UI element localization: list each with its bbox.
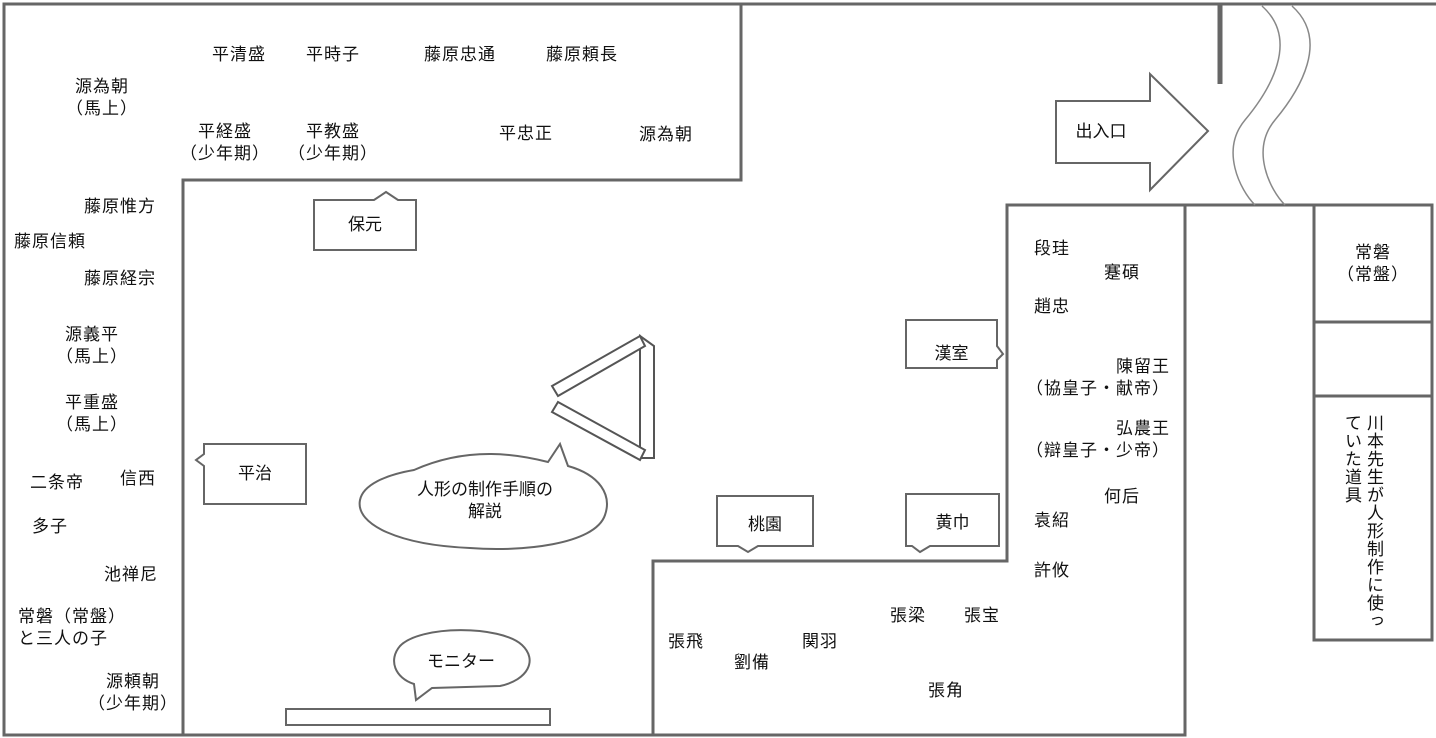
- label-taira-tadamasa: 平忠正: [499, 124, 553, 144]
- label-minamoto-tametomo-mounted: 源為朝 （馬上）: [66, 76, 138, 120]
- label-ike-no-zenni: 池禅尼: [104, 565, 158, 585]
- label-line: 陳留王: [1116, 357, 1170, 377]
- sign-explanation: 人形の制作手順の 解説: [380, 479, 590, 523]
- sign-hogen-box: [313, 190, 417, 251]
- label-nijo-emperor: 二条帝: [30, 473, 84, 493]
- label-line: （馬上）: [66, 99, 138, 119]
- label-line: （少年期）: [180, 144, 270, 164]
- sign-hogen: 保元: [348, 215, 382, 235]
- label-line: （馬上）: [56, 347, 128, 367]
- label-line: 源為朝: [75, 77, 129, 97]
- label-line: （辯皇子・少帝）: [1026, 441, 1170, 461]
- tools-case: [1312, 394, 1434, 642]
- label-line: （少年期）: [288, 144, 378, 164]
- label-line: （協皇子・献帝）: [1026, 379, 1170, 399]
- sign-touen-box: [716, 495, 814, 554]
- label-fujiwara-yorinaga: 藤原頼長: [546, 45, 618, 65]
- label-line: （少年期）: [88, 694, 178, 714]
- label-zhang-bao: 張宝: [964, 606, 1000, 626]
- sign-koukin: 黄巾: [935, 513, 970, 533]
- label-fujiwara-nobuyori: 藤原信頼: [14, 232, 86, 252]
- sign-entrance: 出入口: [1075, 122, 1127, 142]
- label-he-hou: 何后: [1104, 487, 1140, 507]
- label-line: 人形の制作手順の: [417, 480, 553, 500]
- sign-kanshitsu: 漢室: [934, 344, 969, 364]
- entrance-arrow-icon: [1055, 71, 1210, 193]
- label-line: 常磐（常盤）: [18, 607, 126, 627]
- curtain-wave-1: [1232, 5, 1281, 206]
- label-shinzei: 信西: [120, 469, 156, 489]
- triangle-display-stand-icon: [550, 334, 655, 462]
- label-minamoto-tametomo: 源為朝: [639, 125, 693, 145]
- label-line: 源頼朝: [106, 672, 160, 692]
- label-line: （馬上）: [56, 415, 128, 435]
- label-fujiwara-korekata: 藤原惟方: [84, 197, 156, 217]
- label-line: 弘農王: [1116, 419, 1170, 439]
- label-fujiwara-tsunemune: 藤原経宗: [84, 269, 156, 289]
- label-fujiwara-tadamichi: 藤原忠通: [424, 45, 496, 65]
- empty-case: [1312, 320, 1434, 398]
- label-zhang-liang: 張梁: [890, 606, 926, 626]
- label-tools-case: 川本先生が人形制作に使っていた道具: [1341, 414, 1383, 630]
- label-liu-bei: 劉備: [734, 653, 770, 673]
- main-hall-outline: [181, 180, 1187, 737]
- label-minamoto-yoshihira: 源義平 （馬上）: [56, 324, 128, 368]
- label-zhao-zhong: 趙忠: [1034, 297, 1070, 317]
- label-guan-yu: 関羽: [802, 632, 838, 652]
- sign-koukin-box: [905, 493, 1000, 554]
- sign-heiji: 平治: [238, 464, 272, 484]
- label-line: （常盤）: [1337, 265, 1409, 285]
- label-taira-kiyomori: 平清盛: [212, 45, 266, 65]
- label-masaruko: 多子: [32, 517, 68, 537]
- label-line: 平教盛: [306, 122, 360, 142]
- label-line: 常磐: [1355, 243, 1391, 263]
- label-jian-shuo: 蹇碩: [1104, 263, 1140, 283]
- label-yuan-shao: 袁紹: [1034, 511, 1070, 531]
- sign-monitor: モニター: [427, 652, 495, 672]
- label-line: 解説: [468, 502, 502, 522]
- label-zhang-fei: 張飛: [668, 632, 704, 652]
- sign-heiji-box: [194, 443, 307, 505]
- label-taira-norimori: 平教盛 （少年期）: [284, 121, 382, 165]
- curtain-wave-2: [1262, 5, 1311, 206]
- label-line: 平経盛: [198, 122, 252, 142]
- monitor-bubble: [393, 629, 531, 702]
- label-taira-shigemori: 平重盛 （馬上）: [56, 392, 128, 436]
- label-minamoto-yoritomo: 源頼朝 （少年期）: [84, 671, 182, 715]
- label-taira-tokiko: 平時子: [306, 45, 360, 65]
- monitor-bar: [285, 708, 551, 726]
- sign-touen: 桃園: [748, 515, 782, 535]
- label-tokiwa-case: 常磐 （常盤）: [1330, 242, 1416, 286]
- label-line: と三人の子: [18, 629, 108, 649]
- label-hongnong-wang: 弘農王 （辯皇子・少帝）: [1024, 418, 1170, 462]
- label-line: 源義平: [65, 325, 119, 345]
- sign-kanshitsu-box: [905, 319, 1005, 369]
- label-chenliu-wang: 陳留王 （協皇子・献帝）: [1024, 356, 1170, 400]
- label-zhang-jiao: 張角: [928, 681, 964, 701]
- label-line: 平重盛: [65, 393, 119, 413]
- label-tokiwa-children: 常磐（常盤） と三人の子: [18, 606, 126, 650]
- label-duan-gui: 段珪: [1034, 239, 1070, 259]
- label-taira-tsunemori: 平経盛 （少年期）: [176, 121, 274, 165]
- label-xu-you: 許攸: [1034, 561, 1070, 581]
- explanation-bubble: [358, 441, 608, 551]
